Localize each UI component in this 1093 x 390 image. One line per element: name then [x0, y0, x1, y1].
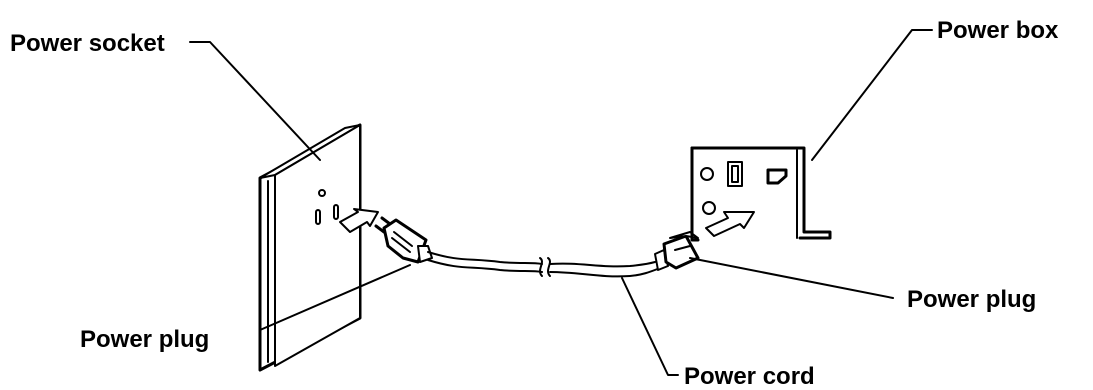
- power-box-illustration: [690, 146, 832, 242]
- label-power-socket: Power socket: [10, 30, 165, 57]
- leader-power-plug-left: [259, 264, 411, 331]
- leader-power-cord: [621, 277, 679, 376]
- label-power-plug-right: Power plug: [907, 286, 1036, 313]
- leader-power-plug-right: [689, 257, 894, 299]
- power-socket-illustration: [258, 123, 379, 372]
- power-plug-left-illustration: [374, 216, 433, 264]
- label-power-plug-left: Power plug: [80, 326, 209, 353]
- power-cord-illustration: [427, 251, 661, 278]
- leader-power-box: [811, 29, 933, 161]
- leader-power-socket: [189, 41, 321, 161]
- leader-lines: [189, 29, 933, 376]
- label-power-cord: Power cord: [684, 363, 815, 390]
- label-power-box: Power box: [937, 17, 1059, 44]
